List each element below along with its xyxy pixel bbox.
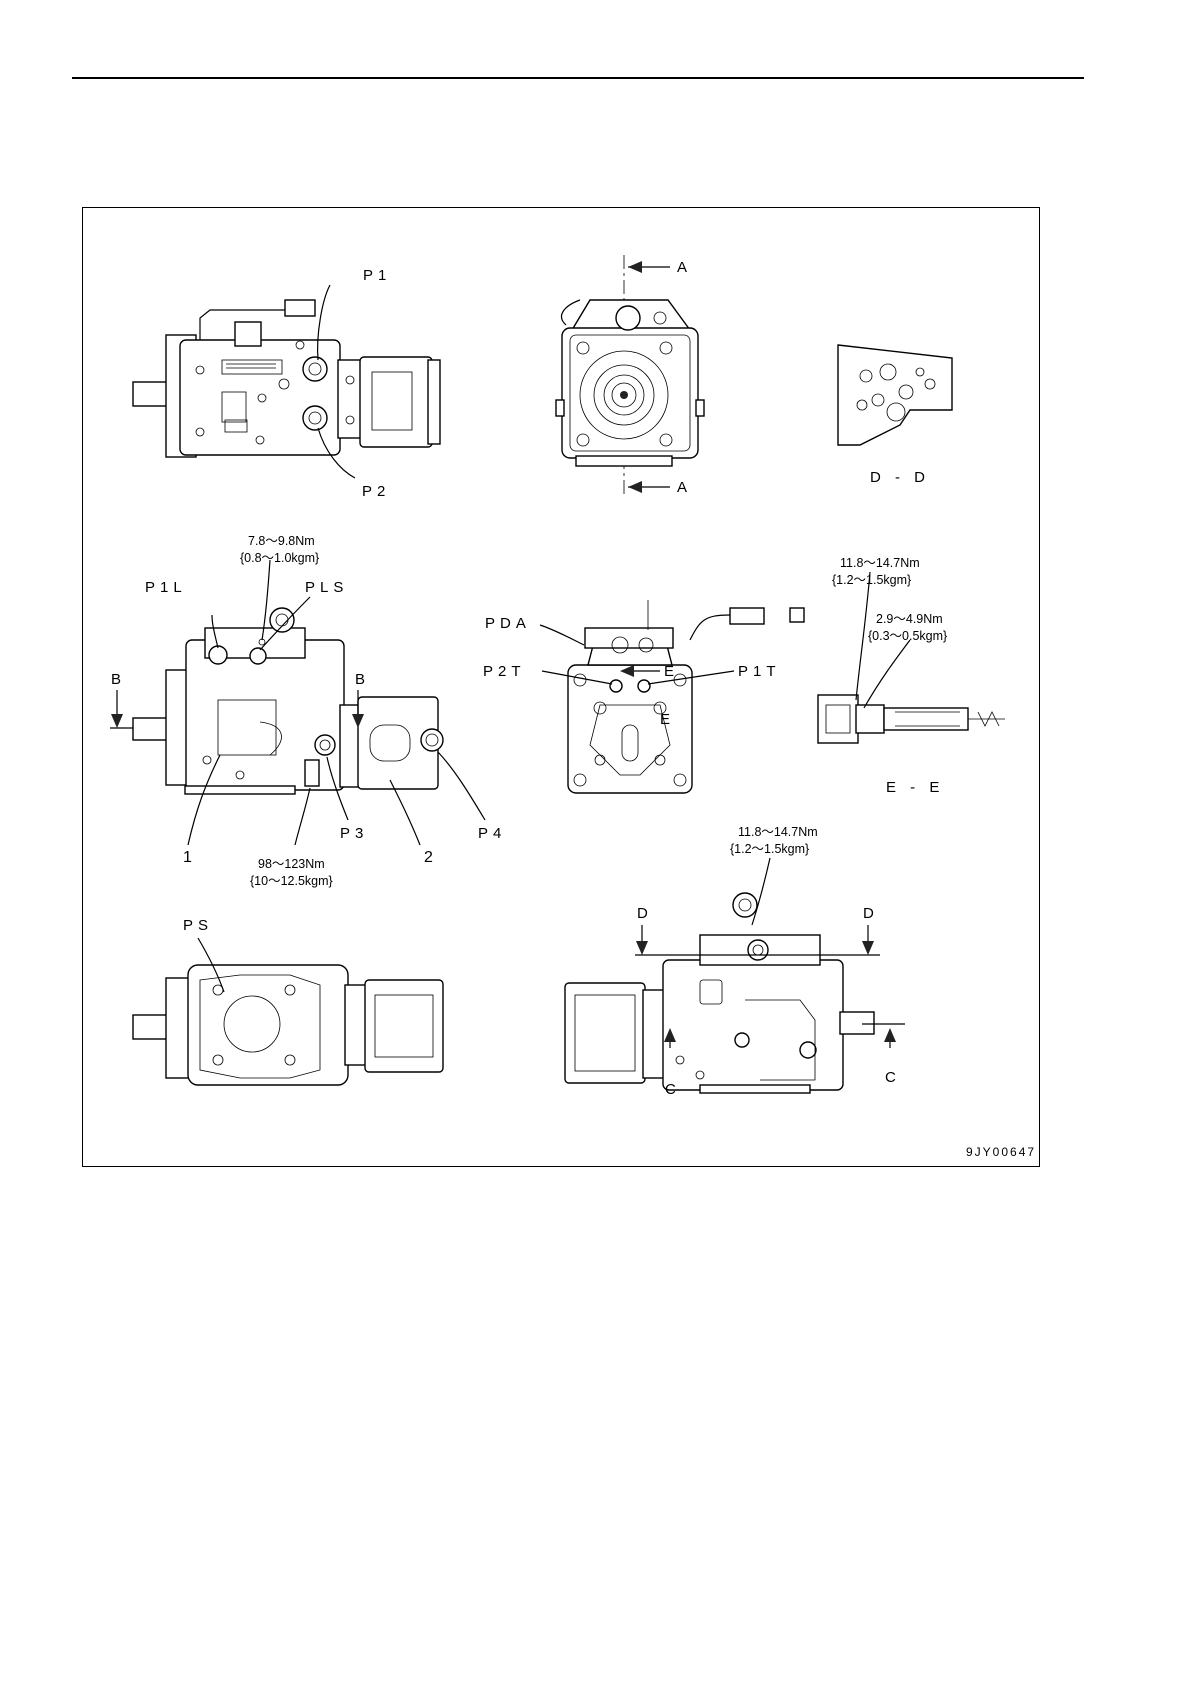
label-section-e-top: E — [664, 663, 679, 680]
label-section-b-right: B — [355, 671, 370, 688]
figure-code: 9JY00647 — [966, 1145, 1036, 1159]
torque-ee-lower-line1: 2.9～4.9Nm — [876, 612, 943, 626]
label-section-c-left: C — [665, 1081, 681, 1098]
opposite-side-view — [565, 858, 874, 1093]
torque-pls-line1: 7.8～9.8Nm — [248, 534, 315, 548]
side-view — [110, 560, 485, 845]
label-pls: PLS — [305, 579, 348, 596]
section-dd-title: D - D — [870, 469, 930, 486]
label-ps: PS — [183, 917, 213, 934]
rear-view — [568, 600, 804, 793]
label-section-e-bottom: E — [660, 711, 675, 728]
label-section-c-right: C — [885, 1069, 901, 1086]
label-p1t: P1T — [738, 663, 781, 680]
label-p3: P3 — [340, 825, 368, 842]
torque-cc-line2: {1.2～1.5kgm} — [730, 842, 809, 856]
torque-cc-line1: 11.8～14.7Nm — [738, 825, 818, 839]
section-ee-view — [818, 572, 1005, 743]
label-section-b-left: B — [111, 671, 126, 688]
torque-ee-upper-line2: {1.2～1.5kgm} — [832, 573, 911, 587]
torque-ee-lower-line2: {0.3～0.5kgm} — [868, 629, 947, 643]
label-pda: PDA — [485, 615, 531, 632]
label-section-a-top: A — [677, 259, 692, 276]
torque-p3-line1: 98～123Nm — [258, 857, 325, 871]
torque-p3-line2: {10～12.5kgm} — [250, 874, 333, 888]
item-number-2: 2 — [424, 849, 433, 866]
label-p4: P4 — [478, 825, 506, 842]
item-number-1: 1 — [183, 849, 192, 866]
torque-ee-upper-line1: 11.8～14.7Nm — [840, 556, 920, 570]
section-ee-title: E - E — [886, 779, 944, 796]
top-view — [133, 285, 440, 478]
bottom-view — [133, 938, 443, 1085]
label-p1l: P1L — [145, 579, 187, 596]
torque-pls-line2: {0.8～1.0kgm} — [240, 551, 319, 565]
front-view — [556, 255, 704, 495]
label-p2: P2 — [362, 483, 390, 500]
label-section-a-bottom: A — [677, 479, 692, 496]
label-section-d-left: D — [637, 905, 653, 922]
label-p2t: P2T — [483, 663, 526, 680]
section-dd-view — [838, 345, 952, 445]
label-p1: P1 — [363, 267, 391, 284]
label-section-d-right: D — [863, 905, 879, 922]
